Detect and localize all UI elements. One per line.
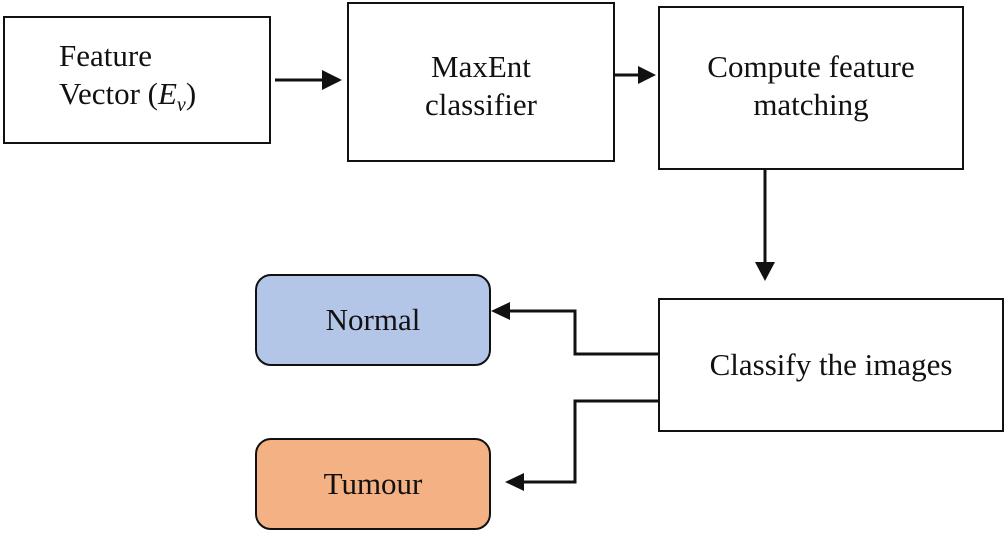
feature-vector-symbol: Ev xyxy=(157,76,186,117)
feature-vector-line2: Vector (Ev) xyxy=(59,76,197,117)
tumour-label: Tumour xyxy=(323,466,423,501)
arrow-classify-to-normal xyxy=(508,309,658,356)
arrow-classify-to-tumour xyxy=(522,399,658,484)
feature-vector-line1: Feature xyxy=(59,38,152,74)
classify-images-box: Classify the images xyxy=(658,298,1004,432)
arrowhead-maxent-to-compute xyxy=(638,66,656,84)
arrowhead-classify-to-tumour xyxy=(505,473,524,491)
maxent-classifier-box: MaxEnt classifier xyxy=(347,2,615,162)
arrowhead-feature-to-maxent xyxy=(322,70,342,90)
maxent-line1: MaxEnt xyxy=(431,49,531,84)
arrowhead-compute-to-classify xyxy=(755,262,775,281)
normal-label: Normal xyxy=(325,302,421,337)
compute-feature-matching-box: Compute feature matching xyxy=(658,6,964,170)
classify-label: Classify the images xyxy=(709,347,953,382)
feature-vector-box: Feature Vector (Ev) xyxy=(3,16,271,144)
compute-line2: matching xyxy=(753,87,869,122)
arrowhead-classify-to-normal xyxy=(491,302,510,320)
normal-output-box: Normal xyxy=(255,274,491,366)
tumour-output-box: Tumour xyxy=(255,438,491,530)
compute-line1: Compute feature xyxy=(707,49,915,84)
maxent-line2: classifier xyxy=(425,87,537,122)
